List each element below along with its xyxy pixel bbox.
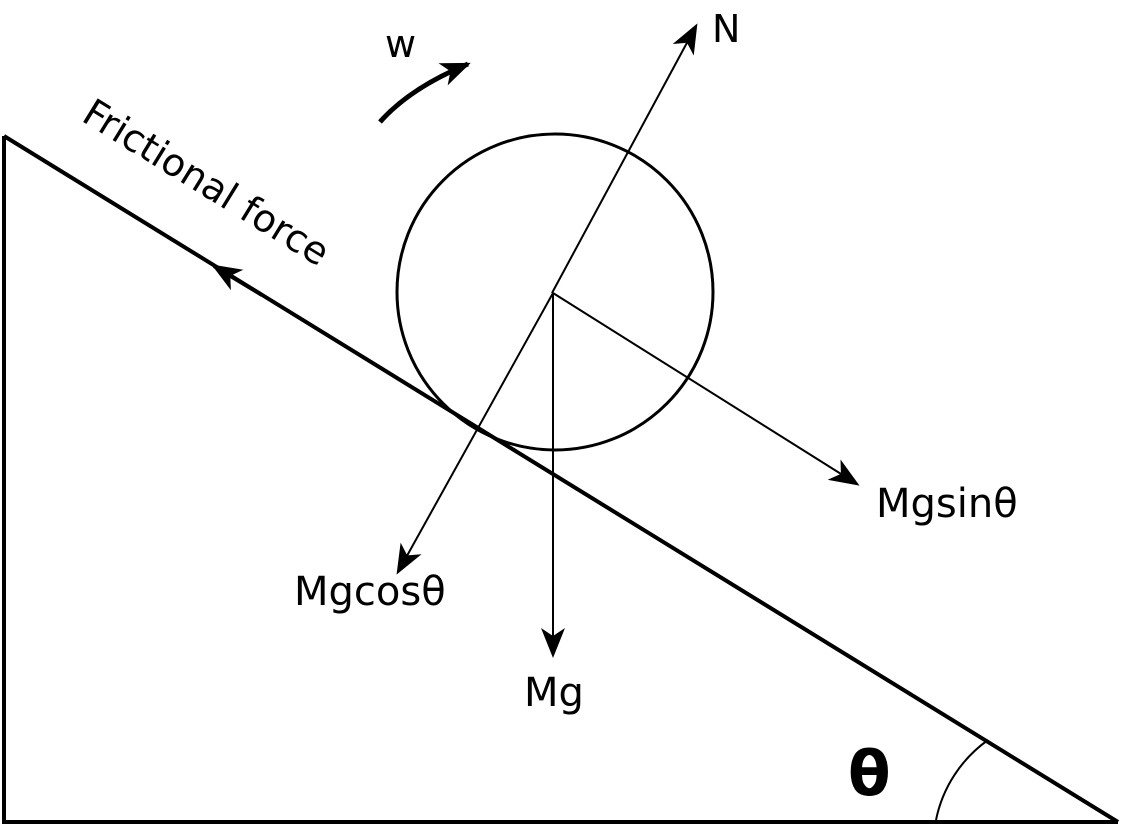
normal-force-arrow: [551, 23, 698, 294]
friction-label: Frictional force: [75, 90, 337, 274]
incline-angle-label: θ: [848, 737, 891, 810]
parallel-component-arrow: [552, 292, 860, 486]
friction-arrow: [211, 264, 264, 297]
perpendicular-component-arrow: [396, 292, 554, 575]
incline-slope: [2, 134, 1120, 824]
angular-velocity-arrow: [378, 61, 471, 124]
perpendicular-component-label: Mgcosθ: [294, 569, 446, 615]
angle-arc: [935, 739, 989, 821]
parallel-component-label: Mgsinθ: [876, 481, 1018, 527]
weight-label: Mg: [524, 670, 584, 716]
normal-force-label: N: [712, 7, 740, 51]
angular-velocity-label: w: [385, 22, 416, 66]
rolling-ball: [395, 132, 715, 452]
inclined-plane: [2, 134, 1120, 824]
